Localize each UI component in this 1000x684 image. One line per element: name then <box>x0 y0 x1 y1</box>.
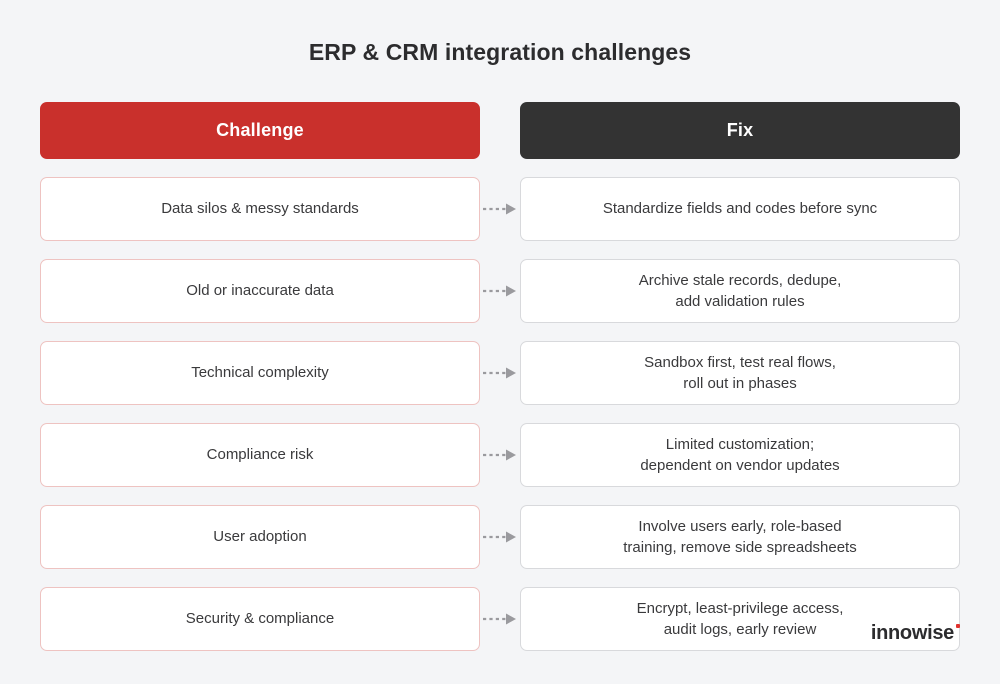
matrix-row: Security & compliance Encrypt, least-pri… <box>40 587 960 651</box>
matrix-row: Old or inaccurate data Archive stale rec… <box>40 259 960 323</box>
matrix-row: Compliance risk Limited customization; d… <box>40 423 960 487</box>
row-connector <box>480 587 520 651</box>
challenge-cell-text: Data silos & messy standards <box>161 200 359 218</box>
matrix-row: User adoption Involve users early, role-… <box>40 505 960 569</box>
logo-dot-icon <box>956 624 960 628</box>
fix-cell: Involve users early, role-based training… <box>520 505 960 569</box>
fix-cell: Encrypt, least-privilege access, audit l… <box>520 587 960 651</box>
column-header-fix: Fix <box>520 102 960 159</box>
matrix-row: Data silos & messy standards Standardize… <box>40 177 960 241</box>
fix-cell: Limited customization; dependent on vend… <box>520 423 960 487</box>
challenge-cell-text: Technical complexity <box>191 364 329 382</box>
row-connector <box>480 505 520 569</box>
logo-wordmark: innowise <box>870 622 954 644</box>
challenge-cell: Old or inaccurate data <box>40 259 480 323</box>
matrix-row: Technical complexity Sandbox first, test… <box>40 341 960 405</box>
fix-cell-text: Limited customization; dependent on vend… <box>640 435 840 474</box>
challenge-cell: Compliance risk <box>40 423 480 487</box>
matrix-header-row: Challenge Fix <box>40 102 960 159</box>
fix-cell: Standardize fields and codes before sync <box>520 177 960 241</box>
row-connector <box>480 423 520 487</box>
page-title: ERP & CRM integration challenges <box>308 39 692 65</box>
challenge-cell: Security & compliance <box>40 587 480 651</box>
dashed-arrow-icon <box>483 531 516 543</box>
fix-cell-text: Involve users early, role-based training… <box>623 517 857 556</box>
challenge-cell: Data silos & messy standards <box>40 177 480 241</box>
row-connector <box>480 259 520 323</box>
row-connector <box>480 177 520 241</box>
dashed-arrow-icon <box>483 613 516 625</box>
challenge-cell-text: Old or inaccurate data <box>186 282 334 300</box>
column-header-challenge: Challenge <box>40 102 480 159</box>
challenge-cell: Technical complexity <box>40 341 480 405</box>
innowise-logo: innowise <box>871 623 960 643</box>
challenge-cell-text: Compliance risk <box>206 446 314 464</box>
dashed-arrow-icon <box>483 203 516 215</box>
row-connector <box>480 341 520 405</box>
challenge-cell: User adoption <box>40 505 480 569</box>
challenge-fix-matrix: Challenge Fix Data silos & messy standar… <box>40 102 960 651</box>
header-connector-spacer <box>480 102 520 159</box>
fix-cell-text: Encrypt, least-privilege access, audit l… <box>636 599 844 638</box>
fix-cell-text: Standardize fields and codes before sync <box>602 200 878 218</box>
fix-cell: Sandbox first, test real flows, roll out… <box>520 341 960 405</box>
fix-cell-text: Archive stale records, dedupe, add valid… <box>638 271 842 310</box>
dashed-arrow-icon <box>483 449 516 461</box>
challenge-cell-text: User adoption <box>213 528 307 546</box>
fix-cell: Archive stale records, dedupe, add valid… <box>520 259 960 323</box>
dashed-arrow-icon <box>483 285 516 297</box>
fix-cell-text: Sandbox first, test real flows, roll out… <box>644 353 836 392</box>
challenge-cell-text: Security & compliance <box>185 610 335 628</box>
dashed-arrow-icon <box>483 367 516 379</box>
